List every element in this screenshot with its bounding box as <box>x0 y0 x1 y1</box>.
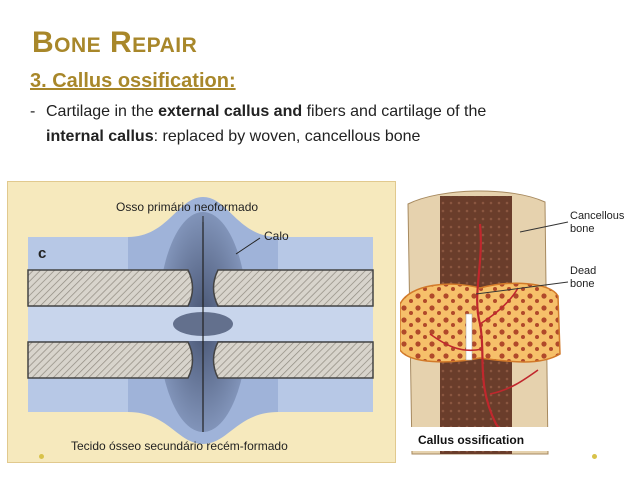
leader-cancellous <box>519 221 569 233</box>
bullet-point: -Cartilage in the external callus and fi… <box>30 99 610 149</box>
figure-caption: Callus ossification <box>418 433 524 447</box>
blood-vessel-branch-2 <box>429 333 483 352</box>
label-dead-1: Dead <box>570 265 596 277</box>
callus-diagram-left: c Osso primário neoformado Calo Tecido ó… <box>7 181 396 463</box>
caption-box <box>408 427 626 451</box>
blood-vessel-branch-1 <box>479 287 519 325</box>
blood-vessel-branch-3 <box>489 369 539 395</box>
dead-bone-fragment <box>465 313 473 361</box>
bullet-line-2: internal callus: replaced by woven, canc… <box>30 124 610 149</box>
upper-cortex-right <box>212 269 374 307</box>
bullet-bold-1: external callus and <box>158 103 303 120</box>
bullet-text-3: : replaced by woven, cancellous bone <box>153 128 421 145</box>
leader-dead-bone <box>475 281 569 295</box>
decorative-dot-left <box>39 454 44 459</box>
section-heading: 3. Callus ossification: <box>30 70 236 92</box>
callus-diagram-left-svg: c Osso primário neoformado Calo Tecido ó… <box>27 197 374 453</box>
lower-cortex-left <box>27 341 194 379</box>
upper-cortex-left <box>27 269 194 307</box>
figure-letter: c <box>38 245 46 262</box>
label-secondary-bone: Tecido ósseo secundário recém-formado <box>71 439 288 453</box>
label-primary-bone: Osso primário neoformado <box>116 200 258 214</box>
label-callus: Calo <box>264 229 289 243</box>
lower-cortex-right <box>212 341 374 379</box>
bullet-dash: - <box>30 103 36 120</box>
slide-title: Bone Repair <box>32 26 198 59</box>
bullet-text-2: fibers and cartilage of the <box>302 103 487 120</box>
bullet-bold-2: internal callus <box>46 128 154 145</box>
label-dead-2: bone <box>570 278 594 290</box>
callus-ossification-figure: Cancellous bone Dead bone Callus ossific… <box>400 184 635 461</box>
label-cancellous-1: Cancellous <box>570 210 625 222</box>
decorative-dot-right <box>592 454 597 459</box>
leader-callus <box>235 237 261 255</box>
label-cancellous-2: bone <box>570 223 594 235</box>
bullet-text-1: Cartilage in the <box>46 103 159 120</box>
callus-ossification-svg: Cancellous bone Dead bone Callus ossific… <box>400 190 626 455</box>
